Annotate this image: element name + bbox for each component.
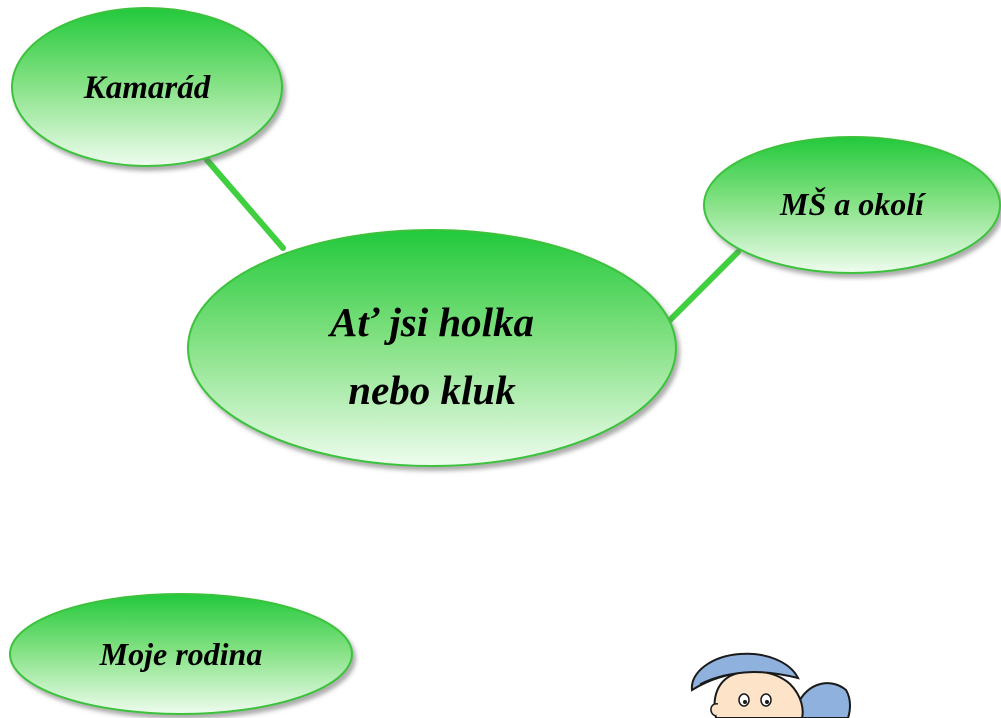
node-moje-rodina: Moje rodina <box>9 593 353 715</box>
node-kamarad-label: Kamarád <box>83 70 211 106</box>
cartoon-boy-illustration <box>690 652 851 718</box>
node-ms-okoli-label: MŠ a okolí <box>779 186 927 222</box>
node-ms-okoli: MŠ a okolí <box>703 136 1001 274</box>
connector-ms-okoli <box>665 249 741 325</box>
node-moje-rodina-label: Moje rodina <box>99 636 263 672</box>
connector-kamarad <box>204 157 286 251</box>
node-center-line2: nebo kluk <box>348 367 516 413</box>
node-center: Ať jsi holka nebo kluk <box>187 229 677 467</box>
node-center-line1: Ať jsi holka <box>327 299 534 345</box>
node-kamarad: Kamarád <box>11 7 283 167</box>
